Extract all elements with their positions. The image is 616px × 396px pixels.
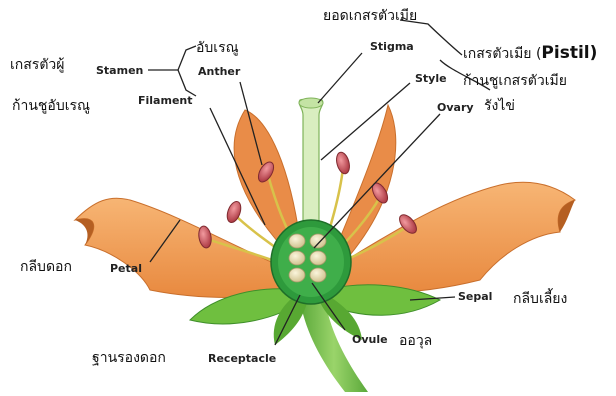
thai-filament: ก้านชูอับเรณู (12, 98, 90, 114)
label-ovary: Ovary (437, 101, 474, 114)
thai-pistil-en: Pistil) (541, 43, 597, 63)
thai-sepal: กลีบเลี้ยง (513, 288, 567, 307)
thai-ovary: รังไข่ (484, 97, 515, 114)
label-stigma: Stigma (370, 40, 414, 53)
thai-stigma: ยอดเกสรตัวเมีย (323, 8, 417, 24)
thai-pistil-prefix: เกสรตัวเมีย ( (463, 46, 541, 62)
label-receptacle: Receptacle (208, 352, 276, 365)
label-stamen: Stamen (96, 64, 143, 77)
label-petal: Petal (110, 262, 142, 275)
pistil-style (299, 100, 323, 240)
stigma (299, 98, 323, 108)
label-anther: Anther (198, 65, 241, 78)
thai-ovule: ออวุล (399, 333, 432, 349)
thai-stamen: เกสรตัวผู้ (10, 57, 64, 73)
thai-petal: กลีบดอก (20, 259, 72, 275)
thai-receptacle: ฐานรองดอก (92, 350, 166, 366)
label-ovule: Ovule (352, 333, 388, 346)
thai-style: ก้านชูเกสรตัวเมีย (463, 73, 567, 89)
label-filament: Filament (138, 94, 193, 107)
petal-back-right (335, 105, 396, 255)
label-style: Style (415, 72, 447, 85)
thai-anther: อับเรณู (196, 40, 239, 56)
thai-pistil: เกสรตัวเมีย (Pistil) (463, 43, 597, 63)
label-sepal: Sepal (458, 290, 492, 303)
